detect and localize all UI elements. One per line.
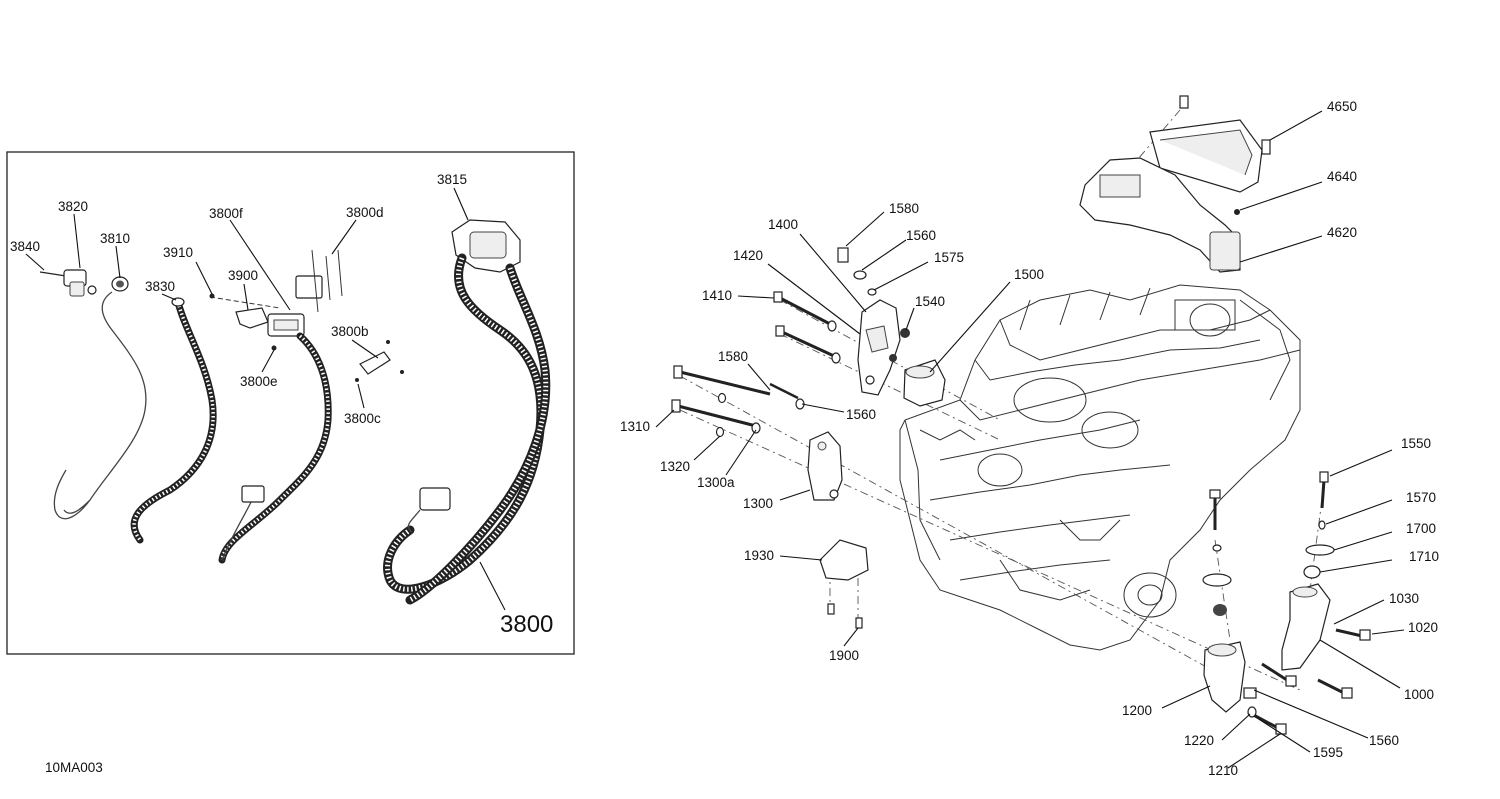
- callout-4650: 4650: [1327, 99, 1357, 114]
- part-3800-main-harness: [383, 219, 551, 605]
- callout-labels: 3840 3820 3810 3830 3910 3900 3800f 3800…: [10, 99, 1439, 778]
- engine-leaders: [655, 110, 1405, 769]
- callout-1410: 1410: [702, 288, 732, 303]
- callout-1030: 1030: [1389, 591, 1419, 606]
- part-center-bolt-stack: [1202, 489, 1232, 616]
- callout-1575: 1575: [934, 250, 964, 265]
- callout-1310: 1310: [620, 419, 650, 434]
- callout-3815: 3815: [437, 172, 467, 187]
- callout-1500: 1500: [1014, 267, 1044, 282]
- callout-1900: 1900: [829, 648, 859, 663]
- callout-3830: 3830: [145, 279, 175, 294]
- callout-1560-top: 1560: [906, 228, 936, 243]
- callout-3810: 3810: [100, 231, 130, 246]
- callout-1320: 1320: [660, 459, 690, 474]
- callout-1200: 1200: [1122, 703, 1152, 718]
- part-4620-ecu-bracket: [1079, 95, 1271, 273]
- part-3820-sensor: [39, 269, 97, 297]
- drawing-code: 10MA003: [45, 760, 103, 775]
- part-1930-bracket: [819, 539, 869, 629]
- part-3810-sensor: [53, 276, 147, 520]
- callout-1300: 1300: [743, 496, 773, 511]
- part-3830-hose: [130, 297, 217, 544]
- part-1300-mount: [671, 365, 843, 501]
- part-3800b-clip: [355, 340, 404, 382]
- callout-1560-mid: 1560: [846, 407, 876, 422]
- callout-1580-mid: 1580: [718, 349, 748, 364]
- harness-inset-frame: [6, 151, 575, 655]
- part-1200-lower-mount: [1203, 641, 1287, 735]
- callout-3800f: 3800f: [209, 206, 243, 221]
- part-1500-engine-mount: [903, 359, 946, 407]
- callout-1420: 1420: [733, 248, 763, 263]
- callout-1700: 1700: [1406, 521, 1436, 536]
- callout-1220: 1220: [1184, 733, 1214, 748]
- callout-1560-bottom: 1560: [1369, 733, 1399, 748]
- callout-3820: 3820: [58, 199, 88, 214]
- inset-leaders: [25, 187, 506, 611]
- callout-3900: 3900: [228, 268, 258, 283]
- callout-1210: 1210: [1208, 763, 1238, 778]
- callout-1550: 1550: [1401, 436, 1431, 451]
- assembly-axes: [679, 109, 1323, 691]
- callout-1930: 1930: [744, 548, 774, 563]
- callout-1710: 1710: [1409, 549, 1439, 564]
- callout-1400: 1400: [768, 217, 798, 232]
- callout-3800-main: 3800: [500, 611, 553, 638]
- callout-1595: 1595: [1313, 745, 1343, 760]
- part-3900-bracket: [209, 293, 281, 329]
- callout-4620: 4620: [1327, 225, 1357, 240]
- part-1400-upper-mount: [837, 247, 910, 396]
- callout-3840: 3840: [10, 239, 40, 254]
- engine-block-illustration: [899, 284, 1301, 651]
- callout-3800b: 3800b: [331, 324, 369, 339]
- callout-3800d: 3800d: [346, 205, 384, 220]
- callout-1020: 1020: [1408, 620, 1438, 635]
- part-1410-bolts: [773, 291, 841, 364]
- callout-1300a: 1300a: [697, 475, 735, 490]
- callout-4640: 4640: [1327, 169, 1357, 184]
- callout-3800e: 3800e: [240, 374, 278, 389]
- part-3800f-connector: [218, 249, 343, 564]
- callout-1570: 1570: [1406, 490, 1436, 505]
- callout-3800c: 3800c: [344, 411, 381, 426]
- callout-1540: 1540: [915, 294, 945, 309]
- callout-1000: 1000: [1404, 687, 1434, 702]
- callout-3910: 3910: [163, 245, 193, 260]
- part-1000-rear-mount: [1261, 471, 1371, 699]
- callout-1580-top: 1580: [889, 201, 919, 216]
